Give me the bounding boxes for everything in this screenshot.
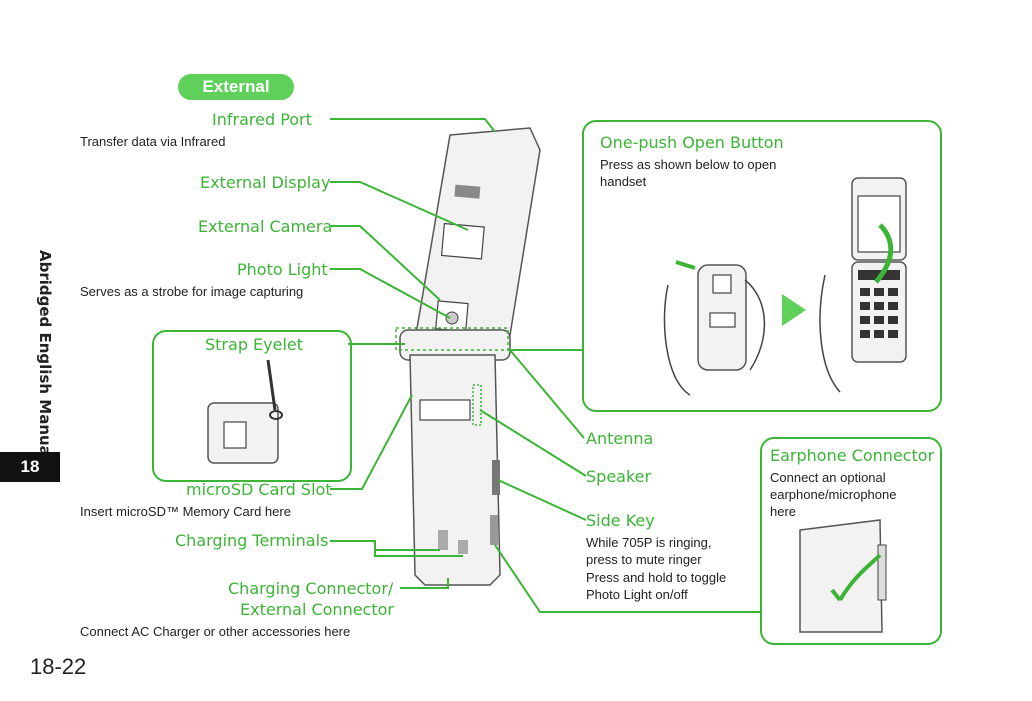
phone-upper-flap bbox=[414, 127, 541, 341]
label-charging-connector: Charging Connector/ bbox=[228, 579, 394, 598]
desc-charging-connector: Connect AC Charger or other accessories … bbox=[80, 624, 351, 639]
desc-side-key-1: While 705P is ringing, bbox=[586, 535, 712, 550]
label-one-push: One-push Open Button bbox=[600, 133, 784, 152]
earphone-illustration bbox=[799, 519, 887, 633]
desc-earphone-2: earphone/microphone bbox=[770, 487, 897, 502]
label-infrared-port: Infrared Port bbox=[212, 110, 312, 129]
label-speaker: Speaker bbox=[586, 467, 652, 486]
desc-earphone-1: Connect an optional bbox=[770, 470, 886, 485]
arrow-right-icon bbox=[782, 294, 806, 326]
label-strap-eyelet: Strap Eyelet bbox=[205, 335, 304, 354]
label-microsd: microSD Card Slot bbox=[186, 480, 332, 499]
desc-one-push-2: handset bbox=[600, 174, 647, 189]
label-external-display: External Display bbox=[200, 173, 331, 192]
chapter-tab: 18 bbox=[0, 452, 60, 482]
desc-side-key-3: Press and hold to toggle bbox=[586, 570, 727, 585]
strap-eyelet-box bbox=[152, 330, 352, 482]
section-pill: External bbox=[178, 74, 294, 100]
one-push-box bbox=[582, 120, 942, 412]
desc-microsd: Insert microSD™ Memory Card here bbox=[80, 504, 291, 519]
label-external-connector: External Connector bbox=[240, 600, 394, 619]
page-number: 18-22 bbox=[30, 654, 87, 679]
desc-one-push-1: Press as shown below to open bbox=[600, 157, 777, 172]
label-photo-light: Photo Light bbox=[237, 260, 328, 279]
strap-illustration bbox=[207, 359, 283, 464]
desc-infrared: Transfer data via Infrared bbox=[80, 134, 226, 149]
one-push-illustration-open bbox=[819, 177, 907, 393]
desc-photo-light: Serves as a strobe for image capturing bbox=[80, 284, 304, 299]
label-side-key: Side Key bbox=[586, 511, 655, 530]
desc-side-key-4: Photo Light on/off bbox=[586, 587, 688, 602]
label-earphone: Earphone Connector bbox=[770, 446, 935, 465]
label-external-camera: External Camera bbox=[198, 217, 333, 236]
one-push-illustration-closed bbox=[663, 260, 766, 396]
label-charging-terminals: Charging Terminals bbox=[175, 531, 329, 550]
label-antenna: Antenna bbox=[586, 429, 654, 448]
desc-earphone-3: here bbox=[770, 504, 797, 519]
phone-lower-body bbox=[409, 354, 501, 586]
earphone-box bbox=[760, 437, 942, 645]
desc-side-key-2: press to mute ringer bbox=[586, 552, 702, 567]
